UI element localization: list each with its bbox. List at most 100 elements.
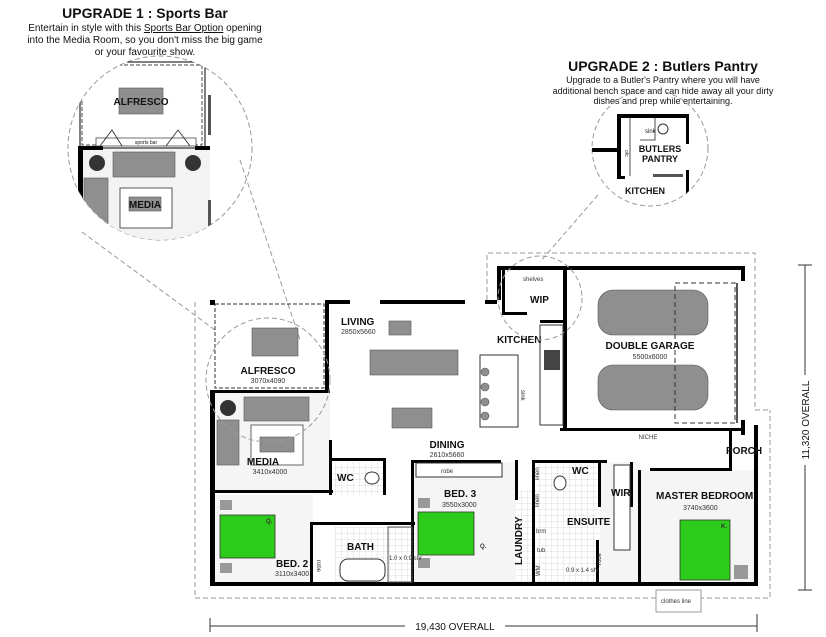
overall-depth-label: 11,320 OVERALL: [801, 380, 812, 459]
upgrade1-description-line1: Entertain in style with this Sports Bar …: [28, 23, 261, 34]
master-king-label: K.: [721, 524, 727, 530]
bath-label: BATH: [347, 542, 374, 553]
overall-depth-dimension: 11,320 OVERALL: [798, 264, 812, 591]
media-ottoman: [259, 436, 295, 453]
upgrade1-media-label: MEDIA: [129, 200, 161, 211]
living-label: LIVING: [341, 317, 375, 328]
upgrade2-description-line1: Upgrade to a Butler's Pantry where you w…: [566, 75, 760, 85]
butlers-label: BUTLERS: [639, 144, 682, 154]
wm-label: WM: [536, 565, 542, 576]
garage-door-swing: [674, 282, 736, 424]
bed3-robe: [415, 462, 503, 478]
clothes-line: [655, 589, 702, 613]
media-label: MEDIA: [247, 457, 279, 468]
master-robe-label: robe: [597, 552, 603, 565]
overall-width-label: 19,430 OVERALL: [415, 622, 495, 633]
garage-size: 5500x6000: [633, 354, 668, 361]
linen-label-2: linen: [535, 494, 541, 507]
wir-shelf: [613, 464, 631, 551]
bed2-size: 3110x3400: [275, 571, 309, 578]
bed2-queen-label: Q.: [266, 519, 273, 525]
room-labels: ALFRESCO 3070x4090 LIVING 2850x5660 KITC…: [241, 277, 763, 605]
ensuite-shower-label: 0.9 x 1.4 shr: [566, 568, 599, 574]
bed2-bed: [219, 514, 276, 559]
upgrade1-location-circle: [205, 317, 331, 443]
porch-label: PORCH: [726, 446, 762, 457]
upgrade2-kitchen-label: KITCHEN: [625, 186, 665, 196]
alfresco-label: ALFRESCO: [241, 366, 296, 377]
ofc-label: ofc: [623, 150, 629, 157]
site-boundary: [194, 252, 771, 599]
wip-label: WIP: [530, 295, 549, 306]
garage-label: DOUBLE GARAGE: [606, 341, 695, 352]
sports-bar-option-link: Sports Bar Option: [144, 23, 223, 34]
toilet-icon: [364, 471, 380, 485]
kitchen-bench: [539, 324, 564, 426]
upgrade2-connector: [539, 194, 599, 263]
toilet-icon: [553, 475, 567, 491]
living-sofa: [369, 349, 459, 376]
ensuite-label: ENSUITE: [567, 517, 611, 528]
car-icon: [597, 289, 709, 336]
wc2-label: WC: [572, 466, 589, 477]
bed3-label: BED. 3: [444, 489, 477, 500]
alfresco-edge: [214, 303, 325, 389]
pantry-label: PANTRY: [642, 154, 678, 164]
media-sofa: [243, 396, 310, 422]
laundry-label: LAUNDRY: [514, 516, 525, 565]
butlers-sink-label: sink: [645, 129, 657, 135]
alfresco-size: 3070x4090: [251, 378, 286, 385]
broom-label: brm: [536, 529, 546, 535]
wir-label: WIR: [611, 488, 631, 499]
bath-shower: [387, 526, 413, 583]
plant-icon: [185, 155, 201, 171]
plant-icon: [220, 400, 236, 416]
cooktop-icon: [544, 350, 560, 370]
walls: [210, 266, 758, 586]
bed3-queen-label: Q.: [480, 544, 487, 550]
plant-icon: [89, 155, 105, 171]
upgrade1-title: UPGRADE 1 : Sports Bar: [62, 5, 228, 21]
upgrade1-connector: [81, 231, 216, 331]
living-size: 2850x5660: [341, 329, 376, 336]
upgrade2-title: UPGRADE 2 : Butlers Pantry: [568, 58, 758, 74]
wc1-label: WC: [337, 473, 354, 484]
upgrade2-description-line2: additional bench space and can hide away…: [553, 86, 774, 96]
kitchen-label: KITCHEN: [497, 335, 541, 346]
upgrade1-detail-circle: sports bar ALFRESCO MEDIA: [67, 55, 253, 241]
dining-label: DINING: [430, 440, 465, 451]
niche-label: NICHE: [639, 435, 658, 441]
furniture: [216, 282, 748, 613]
bathtub-icon: [339, 558, 386, 582]
bed2-label: BED. 2: [276, 559, 309, 570]
master-bed: [679, 519, 731, 581]
upgrade1-description-line3: or your favourite show.: [95, 47, 196, 58]
linen-label: linen: [535, 467, 541, 480]
master-size: 3740x3600: [683, 505, 718, 512]
shelves-label: shelves: [523, 277, 543, 283]
upgrade1-alfresco-label: ALFRESCO: [114, 97, 169, 108]
media-size: 3410x4000: [253, 469, 288, 476]
upgrade2-location-circle: [497, 255, 583, 341]
bed3-size: 3550x3000: [442, 502, 477, 509]
bed2-robe-label: robe: [315, 560, 321, 573]
robe-label: robe: [441, 469, 454, 475]
alfresco-table: [251, 327, 299, 357]
upgrade1-connector: [239, 159, 301, 341]
upgrade2-detail-circle: sink BUTLERS PANTRY KITCHEN ofc: [591, 89, 709, 207]
overall-width-dimension: 19,430 OVERALL: [209, 614, 758, 633]
tub-label: tub: [537, 548, 546, 554]
dining-table: [391, 407, 433, 429]
sink-label: sink: [519, 390, 525, 402]
dining-size: 2610x5660: [430, 452, 465, 459]
master-label: MASTER BEDROOM: [656, 491, 753, 502]
upgrade1-description-line2: into the Media Room, so you don't miss t…: [27, 35, 263, 46]
bath-shower-label: 1.0 x 0.9 shr: [389, 556, 422, 562]
sports-bar-label: sports bar: [135, 140, 158, 146]
tv-unit: [388, 320, 412, 336]
media-armchair: [216, 419, 240, 466]
clothes-line-label: clothes line: [661, 599, 692, 605]
car-icon: [597, 364, 709, 411]
upgrade2-description-line3: dishes and prep while entertaining.: [593, 96, 732, 106]
